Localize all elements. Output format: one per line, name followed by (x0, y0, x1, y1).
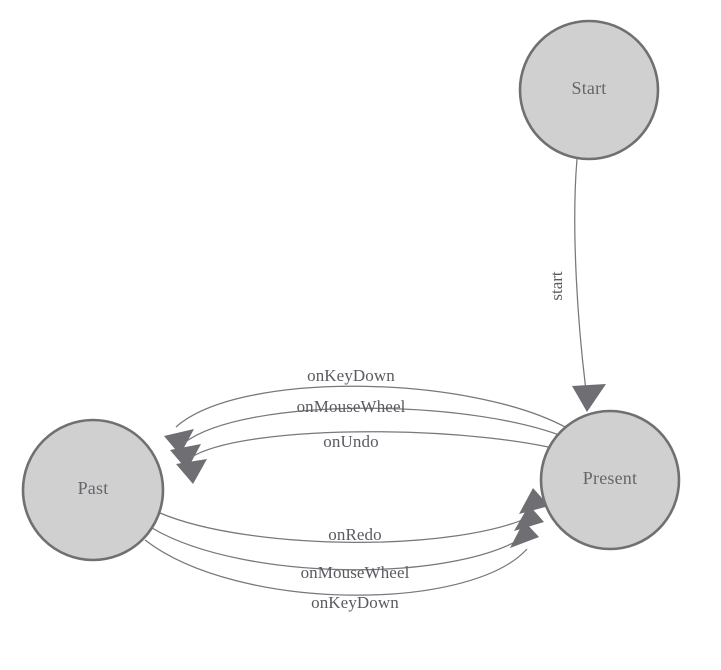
edge-label-present-past-onkeydown: onKeyDown (307, 366, 395, 385)
edge-past-to-present-onredo-arrowhead (519, 488, 549, 514)
edge-present-to-past-onundo-arrowhead (176, 459, 207, 484)
node-start-circle (518, 19, 660, 161)
node-present-label: Present (583, 468, 637, 488)
edge-label-past-present-onredo: onRedo (328, 525, 381, 544)
edge-past-to-present-onmousewheel-arrowhead (514, 505, 544, 531)
node-present[interactable]: Present (539, 409, 681, 551)
node-past[interactable]: Past (21, 418, 165, 562)
edge-past-to-present-onkeydown[interactable]: onKeyDown (144, 521, 539, 612)
edge-past-to-present-onmousewheel-path (151, 527, 532, 571)
edge-past-to-present-onkeydown-arrowhead (510, 521, 539, 548)
edge-present-to-past-onkeydown[interactable]: onKeyDown (164, 366, 568, 455)
node-start-label: Start (572, 78, 607, 98)
edge-label-past-present-onmousewheel: onMouseWheel (301, 563, 410, 582)
edge-present-to-past-onundo-path (189, 431, 580, 459)
edge-label-present-past-onmousewheel: onMouseWheel (297, 397, 406, 416)
edge-label-start: start (547, 271, 566, 301)
edge-start-to-present[interactable]: start (547, 158, 606, 412)
edge-present-to-past-onkeydown-arrowhead (164, 429, 194, 455)
edge-start-to-present-path (574, 158, 588, 399)
node-present-circle (539, 409, 681, 551)
edge-present-to-past-onkeydown-path (175, 385, 568, 429)
edge-present-to-past-onundo[interactable]: onUndo (176, 431, 580, 484)
edge-past-to-present-onmousewheel[interactable]: onMouseWheel (151, 505, 544, 582)
edge-present-to-past-onmousewheel-arrowhead (170, 444, 201, 470)
node-past-circle (21, 418, 165, 562)
edge-label-past-present-onkeydown: onKeyDown (311, 593, 399, 612)
edge-present-to-past-onmousewheel[interactable]: onMouseWheel (170, 397, 575, 470)
edge-past-to-present-onredo-path (159, 512, 537, 543)
node-start[interactable]: Start (518, 19, 660, 161)
edge-label-present-past-onundo: onUndo (323, 432, 378, 451)
edge-start-to-present-arrowhead (572, 384, 606, 412)
edge-present-to-past-onmousewheel-path (183, 407, 575, 444)
edge-past-to-present-onkeydown-path (144, 539, 528, 596)
edge-past-to-present-onredo[interactable]: onRedo (159, 488, 549, 544)
node-past-label: Past (78, 478, 109, 498)
